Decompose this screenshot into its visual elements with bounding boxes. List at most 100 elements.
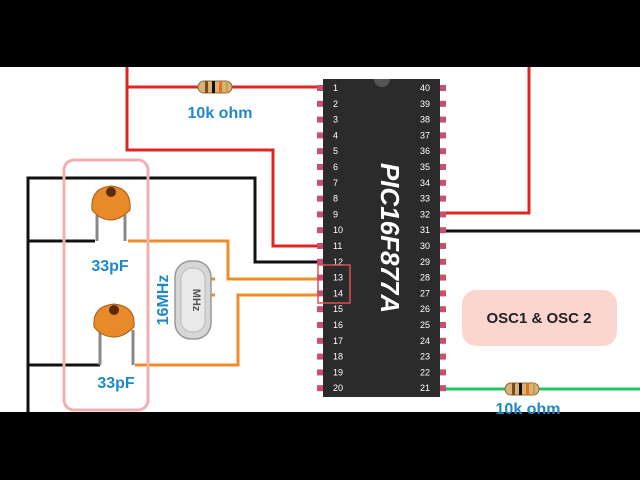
chip-pin-left bbox=[317, 116, 323, 123]
resistor-top-label: 10k ohm bbox=[188, 105, 253, 122]
capacitor-bottom-label: 33pF bbox=[97, 375, 135, 392]
wire-black-to-pin12 bbox=[26, 176, 320, 412]
pin-number-right: 38 bbox=[420, 115, 430, 125]
chip-pin-right bbox=[440, 306, 446, 313]
osc-label-box: OSC1 & OSC 2 bbox=[462, 290, 617, 346]
pin-number-right: 35 bbox=[420, 162, 430, 172]
chip-pin-left bbox=[317, 290, 323, 297]
pin-number-right: 33 bbox=[420, 194, 430, 204]
bottom-letterbox bbox=[0, 412, 640, 480]
pin-number-left: 12 bbox=[333, 257, 343, 267]
chip-pin-right bbox=[440, 179, 446, 186]
chip-pin-left bbox=[317, 179, 323, 186]
chip-body bbox=[323, 79, 440, 397]
wire-red-to-pin11 bbox=[125, 87, 320, 248]
pin-number-right: 30 bbox=[420, 241, 430, 251]
crystal-freq-label: 16MHz bbox=[155, 275, 172, 326]
pin-number-left: 4 bbox=[333, 130, 338, 140]
wire-orange-osc1 bbox=[128, 239, 320, 281]
pin-number-right: 29 bbox=[420, 257, 430, 267]
chip-pin-left bbox=[317, 322, 323, 328]
resistor-bottom bbox=[504, 382, 540, 396]
crystal-body-text: MHz bbox=[190, 289, 202, 312]
chip-pin-left bbox=[317, 306, 323, 313]
wire-orange-osc2 bbox=[135, 293, 320, 367]
chip-pin-left bbox=[317, 258, 323, 265]
chip-pin-left bbox=[317, 337, 323, 344]
chip-pin-right bbox=[440, 274, 446, 281]
wire-red-to-pin32 bbox=[440, 67, 531, 215]
chip-pin-right bbox=[440, 369, 446, 376]
pin-number-left: 9 bbox=[333, 209, 338, 219]
pin-number-right: 25 bbox=[420, 320, 430, 330]
pin-number-right: 31 bbox=[420, 225, 430, 235]
chip-pin-right bbox=[440, 258, 446, 265]
chip-pin-left bbox=[317, 100, 323, 107]
osc-pins-highlight bbox=[317, 264, 351, 304]
pin-number-right: 27 bbox=[420, 288, 430, 298]
chip-pin-left bbox=[317, 132, 323, 139]
pin-number-right: 32 bbox=[420, 209, 430, 219]
pin-number-left: 2 bbox=[333, 99, 338, 109]
capacitor-group-outline bbox=[62, 158, 150, 412]
pin-number-left: 16 bbox=[333, 320, 343, 330]
pin-number-left: 6 bbox=[333, 162, 338, 172]
pin-number-left: 17 bbox=[333, 336, 343, 346]
osc-box-bg bbox=[462, 290, 617, 346]
pin-number-left: 18 bbox=[333, 352, 343, 362]
capacitor-bottom bbox=[93, 303, 135, 365]
chip-pin-right bbox=[440, 227, 446, 234]
chip-pin-left bbox=[317, 274, 323, 281]
chip-pin-left bbox=[317, 195, 323, 202]
pin-number-left: 7 bbox=[333, 178, 338, 188]
pin-number-right: 24 bbox=[420, 336, 430, 346]
pin-number-left: 5 bbox=[333, 146, 338, 156]
chip-pin-right bbox=[440, 211, 446, 218]
chip-pin-left bbox=[317, 385, 323, 392]
chip-pin-right bbox=[440, 85, 446, 91]
pin-number-left: 19 bbox=[333, 367, 343, 377]
pin-number-left: 14 bbox=[333, 288, 343, 298]
pin-number-right: 26 bbox=[420, 304, 430, 314]
pin-number-right: 40 bbox=[420, 83, 430, 93]
chip-pin-left bbox=[317, 148, 323, 155]
chip-pin-right bbox=[440, 353, 446, 360]
chip-pin-right bbox=[440, 337, 446, 344]
chip-pin-right bbox=[440, 322, 446, 328]
chip-notch bbox=[374, 79, 390, 87]
pin-number-right: 39 bbox=[420, 99, 430, 109]
pin-number-right: 22 bbox=[420, 367, 430, 377]
chip-pin-left bbox=[317, 369, 323, 376]
top-letterbox bbox=[0, 0, 640, 67]
resistor-bottom-label: 10k ohm bbox=[496, 401, 561, 418]
chip-pin-right bbox=[440, 243, 446, 249]
osc-box-text: OSC1 & OSC 2 bbox=[486, 310, 591, 327]
chip-pin-right bbox=[440, 290, 446, 297]
pin-number-left: 8 bbox=[333, 194, 338, 204]
pin-number-right: 37 bbox=[420, 130, 430, 140]
chip-pin-right bbox=[440, 116, 446, 123]
chip-pin-left bbox=[317, 227, 323, 234]
chip-pin-left bbox=[317, 164, 323, 170]
chip-label: PIC16F877A bbox=[375, 163, 405, 313]
capacitor-top bbox=[91, 185, 131, 241]
resistor-top bbox=[197, 80, 233, 94]
pin-number-right: 21 bbox=[420, 383, 430, 393]
chip-pin-right bbox=[440, 148, 446, 155]
red-wires bbox=[125, 67, 531, 248]
crystal-oscillator: MHz bbox=[174, 260, 212, 340]
chip-pin-left bbox=[317, 85, 323, 91]
pin-number-right: 28 bbox=[420, 273, 430, 283]
chip-pin-right bbox=[440, 385, 446, 392]
black-wires bbox=[26, 176, 640, 412]
pin-number-left: 10 bbox=[333, 225, 343, 235]
chip-pin-right bbox=[440, 132, 446, 139]
chip-pin-right bbox=[440, 195, 446, 202]
chip-pins bbox=[317, 85, 446, 392]
pin-number-right: 34 bbox=[420, 178, 430, 188]
pin-number-left: 1 bbox=[333, 83, 338, 93]
pin-number-left: 3 bbox=[333, 115, 338, 125]
